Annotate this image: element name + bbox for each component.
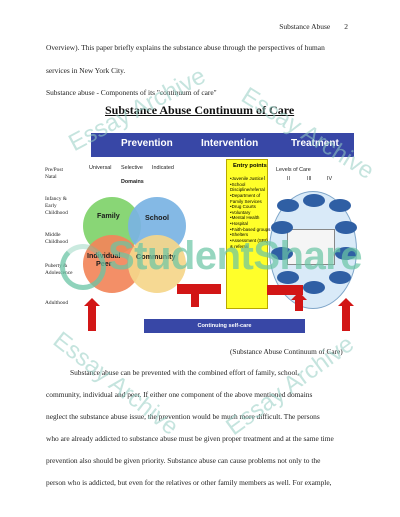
page-number: 2 bbox=[344, 22, 348, 31]
entry-point-item: •Department of bbox=[230, 192, 261, 198]
levels-of-care-label: Levels of Care bbox=[276, 167, 311, 173]
treatment-node bbox=[303, 194, 325, 207]
entry-point-item: •Hospital bbox=[230, 221, 248, 226]
prevention-header-selective: Selective bbox=[121, 165, 143, 171]
entry-point-item: •Assessment (SBI) bbox=[230, 237, 268, 243]
treatment-hub-box bbox=[287, 229, 335, 265]
treatment-node bbox=[335, 247, 357, 260]
studentshare-logo-icon bbox=[60, 244, 106, 290]
domain-label-school: School bbox=[145, 213, 169, 222]
prevention-header-indicated: Indicated bbox=[152, 165, 174, 171]
continuing-self-care-bar: Continuing self-care bbox=[144, 319, 305, 333]
treatment-node bbox=[271, 221, 293, 234]
side-label-infancy: Infancy & Early Childhood bbox=[45, 196, 68, 217]
arrow-up-icon bbox=[338, 298, 354, 331]
entry-point-item: •Faith-based groups bbox=[230, 226, 271, 232]
figure-intro-line: Substance abuse - Components of its "con… bbox=[46, 88, 217, 97]
paragraph-line: prevention also should be given priority… bbox=[46, 456, 321, 465]
treatment-node bbox=[277, 271, 299, 284]
running-head-title: Substance Abuse bbox=[279, 22, 331, 31]
domains-label: Domains bbox=[121, 179, 144, 185]
treatment-node bbox=[303, 281, 325, 294]
band-prevention: Prevention bbox=[121, 138, 173, 149]
entry-point-item: Family Services bbox=[230, 198, 262, 204]
arrow-up-icon bbox=[84, 298, 100, 331]
entry-point-item: & referral bbox=[230, 243, 249, 249]
band-treatment: Treatment bbox=[291, 138, 339, 149]
entry-point-item: Discipline/referral bbox=[230, 187, 265, 193]
phase-band: Prevention Intervention Treatment bbox=[91, 133, 354, 157]
paragraph-line: neglect the substance abuse issue, the p… bbox=[46, 412, 320, 421]
arrow-right-icon bbox=[267, 285, 303, 295]
entry-point-item: •School bbox=[230, 181, 246, 187]
treatment-node bbox=[277, 199, 299, 212]
level-i: I bbox=[264, 176, 266, 182]
paragraph-line: Overview). This paper briefly explains t… bbox=[46, 43, 325, 52]
side-label-prenatal: Pre/Post Natal bbox=[45, 167, 63, 181]
arrow-left-icon bbox=[177, 284, 221, 294]
band-intervention: Intervention bbox=[201, 138, 259, 149]
entry-point-item: •Drug Courts bbox=[230, 204, 256, 210]
side-label-adulthood: Adulthood bbox=[45, 300, 69, 306]
treatment-node bbox=[335, 221, 357, 234]
paragraph-line: person who is addicted, but even for the… bbox=[46, 478, 332, 487]
treatment-node bbox=[271, 247, 293, 260]
watermark-logo-text: StudentShare bbox=[108, 234, 363, 278]
prevention-header-universal: Universal bbox=[89, 165, 112, 171]
running-header: Substance Abuse 2 bbox=[279, 22, 348, 31]
domain-circle-community bbox=[128, 235, 186, 293]
side-label-middle-childhood: Middle Childhood bbox=[45, 232, 68, 246]
treatment-node bbox=[329, 199, 351, 212]
treatment-node bbox=[329, 271, 351, 284]
entry-point-item: •Mental Health bbox=[230, 215, 260, 221]
continuum-of-care-figure: Substance Abuse Continuum of Care Preven… bbox=[41, 99, 361, 339]
paragraph-line: who are already addicted to substance ab… bbox=[46, 434, 334, 443]
domain-label-community: Community bbox=[136, 252, 176, 261]
paragraph-line: services in New York City. bbox=[46, 66, 126, 75]
figure-title: Substance Abuse Continuum of Care bbox=[105, 103, 295, 117]
arrow-up-icon bbox=[187, 286, 203, 307]
level-ii: II bbox=[287, 176, 290, 182]
level-iv: IV bbox=[327, 176, 333, 182]
entry-points-title: Entry points bbox=[233, 163, 267, 169]
entry-point-item: •Juvenile Justice bbox=[230, 176, 264, 181]
figure-caption: (Substance Abuse Continuum of Care) bbox=[230, 347, 343, 356]
paragraph-line: community, individual and peer. If eithe… bbox=[46, 390, 313, 399]
arrow-up-icon bbox=[291, 292, 307, 311]
entry-point-item: •Voluntary bbox=[230, 209, 251, 215]
watermark-ring-text: Essay Archive bbox=[47, 326, 184, 441]
domain-label-family: Family bbox=[97, 211, 120, 220]
paragraph-line: Substance abuse can be prevented with th… bbox=[70, 368, 300, 377]
entry-point-item: •Shelters bbox=[230, 232, 249, 238]
level-iii: III bbox=[307, 176, 312, 182]
